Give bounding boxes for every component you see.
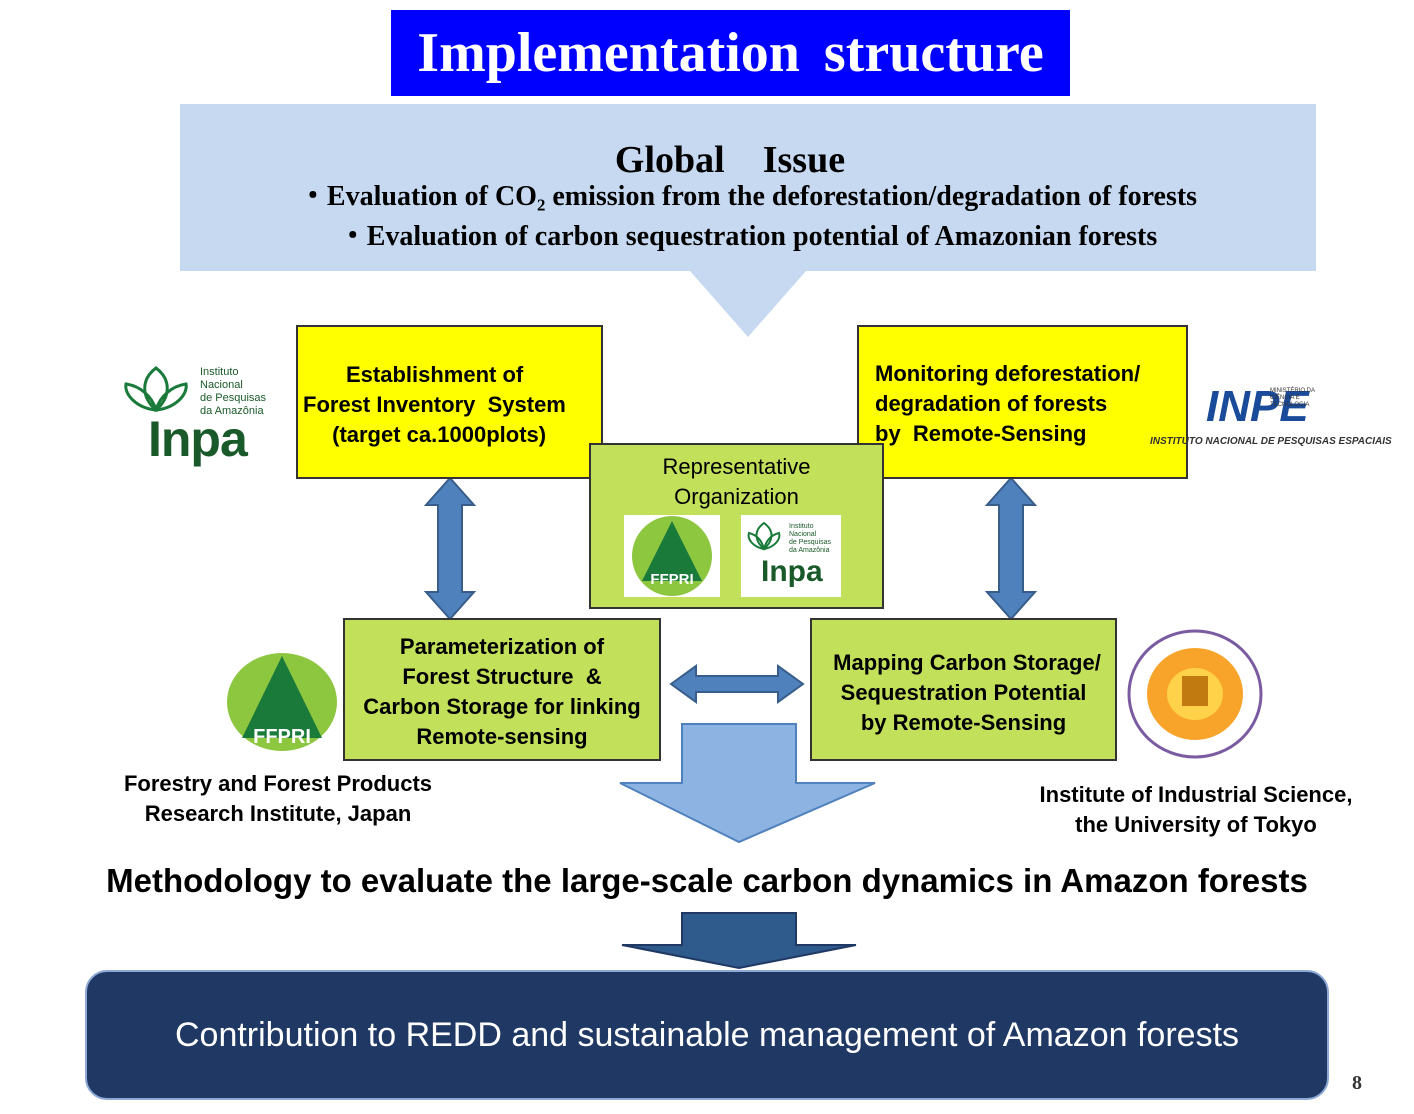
forest-inventory-box: Establishment of Forest Inventory System… — [296, 325, 603, 479]
tokyo-label: Institute of Industrial Science, the Uni… — [996, 780, 1396, 840]
mapping-line-1: Mapping Carbon Storage/ — [833, 650, 1101, 675]
methodology-statement: Methodology to evaluate the large-scale … — [106, 862, 1308, 899]
param-line-2: Forest Structure & — [402, 664, 602, 689]
left-double-arrow — [423, 476, 477, 621]
monitoring-line-3: by Remote-Sensing — [875, 421, 1087, 446]
page-title: Implementation structure — [417, 22, 1044, 84]
inpa-small-word: Inpa — [761, 555, 823, 588]
inpa-caption: Instituto Nacional de Pesquisas da Amazô… — [200, 366, 266, 418]
mapping-box: Mapping Carbon Storage/ Sequestration Po… — [810, 618, 1117, 761]
global-issue-title: Global Issue — [614, 139, 846, 181]
ffpri-label-line-2: Research Institute, Japan — [144, 801, 412, 826]
representative-organization-box: Representative Organization FFPRI Instit… — [589, 443, 884, 609]
inpa-small-caption-4: da Amazônia — [789, 547, 830, 554]
inpa-caption-4: da Amazônia — [200, 405, 264, 417]
ffpri-emblem-icon — [227, 653, 337, 751]
inpa-logo: Instituto Nacional de Pesquisas da Amazô… — [118, 362, 288, 470]
inpe-ministry-caption: MINISTÉRIO DA CIÊNCIA E TECNOLOGIA — [1270, 388, 1315, 408]
global-issue-down-arrow — [690, 271, 806, 337]
inpa-caption-2: Nacional — [200, 379, 243, 391]
middle-horizontal-double-arrow — [669, 664, 805, 704]
inpa-caption-1: Instituto — [200, 366, 239, 378]
methodology-down-arrow — [619, 723, 876, 844]
tokyo-emblem — [1126, 628, 1264, 760]
inventory-line-1: Establishment of — [346, 362, 524, 387]
inpa-small-caption-2: Nacional — [789, 531, 817, 538]
institute-seal-icon — [1127, 629, 1263, 759]
ffpri-logo: FFPRI — [226, 652, 338, 752]
ffpri-label: Forestry and Forest Products Research In… — [78, 769, 478, 829]
lotus-icon — [124, 366, 188, 412]
lotus-icon — [747, 521, 781, 551]
param-line-1: Parameterization of — [399, 634, 605, 659]
inpe-logo: INPE MINISTÉRIO DA CIÊNCIA E TECNOLOGIA … — [1150, 382, 1392, 452]
ffpri-emblem-icon — [632, 516, 712, 596]
title-banner: Implementation structure — [391, 10, 1070, 96]
parameterization-box: Parameterization of Forest Structure & C… — [343, 618, 661, 761]
inventory-line-2: Forest Inventory System — [303, 392, 566, 417]
param-line-4: Remote-sensing — [416, 724, 588, 749]
global-issue-line-2: ・Evaluation of carbon sequestration pote… — [338, 221, 1158, 252]
ffpri-label-line-1: Forestry and Forest Products — [123, 771, 433, 796]
inpa-logo-small: Instituto Nacional de Pesquisas da Amazô… — [741, 515, 841, 597]
page-number: 8 — [1352, 1072, 1362, 1094]
ffpri-logo-small-text: FFPRI — [650, 571, 694, 588]
inventory-line-3: (target ca.1000plots) — [326, 422, 547, 447]
contribution-text: Contribution to REDD and sustainable man… — [174, 1015, 1240, 1054]
inpa-word: Inpa — [148, 411, 248, 467]
inpa-small-caption-1: Instituto — [789, 523, 814, 530]
contribution-panel: Contribution to REDD and sustainable man… — [85, 970, 1329, 1100]
monitoring-line-1: Monitoring deforestation/ — [875, 361, 1141, 386]
right-double-arrow — [984, 476, 1038, 621]
representative-line-2: Organization — [674, 484, 799, 509]
inpe-word: INPE — [1206, 382, 1309, 431]
monitoring-line-2: degradation of forests — [875, 391, 1108, 416]
ffpri-logo-small: FFPRI — [624, 515, 720, 597]
inpa-small-caption: Instituto Nacional de Pesquisas da Amazô… — [789, 523, 831, 555]
ffpri-logo-text: FFPRI — [253, 726, 311, 748]
mapping-line-3: by Remote-Sensing — [860, 710, 1067, 735]
param-line-3: Carbon Storage for linking — [363, 694, 641, 719]
tokyo-label-line-2: the University of Tokyo — [1075, 812, 1317, 837]
representative-line-1: Representative — [662, 454, 811, 479]
inpe-caption: INSTITUTO NACIONAL DE PESQUISAS ESPACIAI… — [1150, 436, 1392, 447]
tokyo-label-line-1: Institute of Industrial Science, — [1039, 782, 1353, 807]
inpa-small-caption-3: de Pesquisas — [789, 539, 832, 546]
mapping-line-2: Sequestration Potential — [840, 680, 1087, 705]
global-issue-panel — [180, 104, 1316, 271]
monitoring-box: Monitoring deforestation/ degradation of… — [857, 325, 1188, 479]
inpa-caption-3: de Pesquisas — [200, 392, 267, 404]
global-issue-line-1: ・Evaluation of CO₂ emission from the def… — [298, 181, 1198, 212]
contribution-down-arrow — [621, 912, 857, 970]
